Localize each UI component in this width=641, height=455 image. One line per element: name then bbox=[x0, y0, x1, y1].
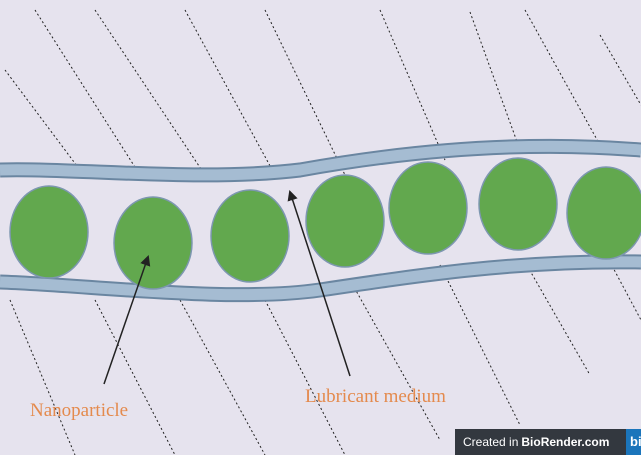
nanoparticle-4 bbox=[305, 174, 385, 268]
lubricant-arrow bbox=[287, 190, 351, 377]
biorender-credit-badge: Created in BioRender.com bi bbox=[455, 429, 641, 455]
annotation-arrows bbox=[103, 190, 351, 385]
nanoparticle-label: Nanoparticle bbox=[30, 400, 128, 421]
credit-prefix: Created in bbox=[463, 435, 519, 449]
nanoparticle-7 bbox=[566, 166, 641, 260]
nanochannel bbox=[0, 138, 641, 303]
hatch-lines bbox=[4, 9, 641, 455]
nanoparticle-arrow bbox=[103, 255, 151, 385]
credit-brand: BioRender.com bbox=[521, 435, 610, 449]
nanoparticle-5 bbox=[388, 161, 468, 255]
nanoparticle-3 bbox=[210, 189, 290, 283]
nanoparticle-6 bbox=[478, 157, 558, 251]
nanoparticle-2 bbox=[113, 196, 193, 290]
nanoparticles bbox=[9, 157, 641, 290]
lubricant-label: Lubricant medium bbox=[305, 386, 446, 407]
nanoparticle-1 bbox=[9, 185, 89, 279]
biorender-logo-icon: bi bbox=[626, 429, 641, 455]
